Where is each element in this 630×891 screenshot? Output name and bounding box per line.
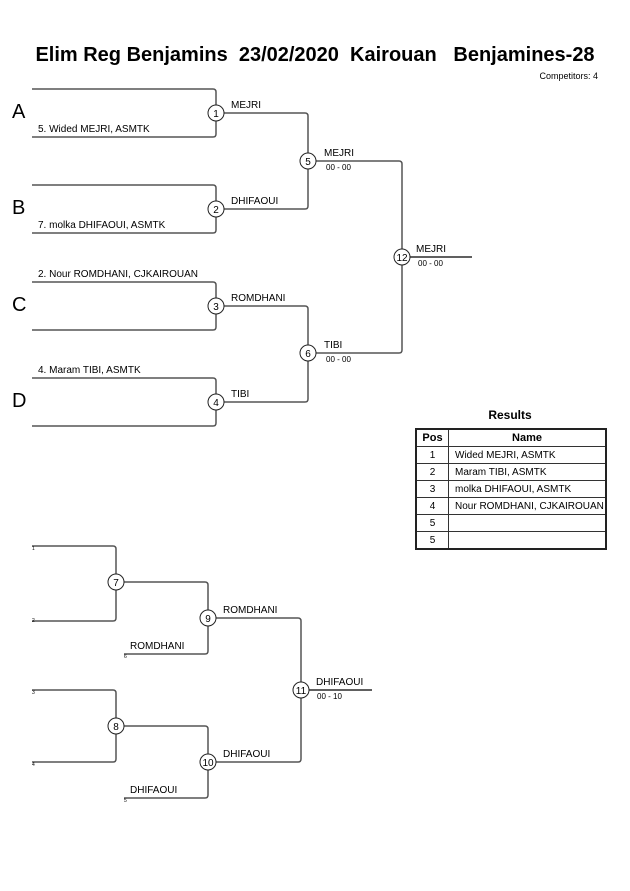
- pool-d-bracket: [32, 377, 217, 427]
- results-header-row: Pos Name: [415, 428, 607, 447]
- pool-c-bracket: [32, 281, 217, 331]
- match-4-circle: [207, 393, 225, 411]
- table-row: 5: [415, 531, 607, 550]
- match-9-circle: [199, 609, 217, 627]
- match-8-circle: [107, 717, 125, 735]
- results-title: Results: [488, 408, 532, 422]
- entrant-name: 7. molka DHIFAOUI, ASMTK: [38, 220, 166, 231]
- final-bracket: [316, 160, 403, 354]
- entrant-name: 2. Nour ROMDHANI, CJKAIROUAN: [38, 269, 199, 280]
- match-number: 5: [305, 157, 311, 168]
- match-number: 12: [396, 253, 408, 264]
- results-table: Pos Name 1 Wided MEJRI, ASMTK 2 Maram TI…: [415, 428, 607, 550]
- match-5-circle: [299, 152, 317, 170]
- match-number: 7: [113, 578, 119, 589]
- match-3-circle: [207, 297, 225, 315]
- match-number: 4: [213, 398, 219, 409]
- match-12-winner: MEJRI: [416, 244, 446, 255]
- entrant-name: 5. Wided MEJRI, ASMTK: [38, 124, 150, 135]
- table-row: 4 Nour ROMDHANI, CJKAIROUAN: [415, 497, 607, 515]
- match-12-circle: [393, 248, 411, 266]
- match-number: 11: [296, 686, 307, 697]
- competitors-count: Competitors: 4: [539, 71, 598, 81]
- match-number: 2: [213, 205, 219, 216]
- name-header: Name: [448, 428, 607, 447]
- match-4-winner: TIBI: [231, 389, 250, 400]
- semi-1-bracket: [224, 112, 309, 210]
- entrant-name: 4. Maram TIBI, ASMTK: [38, 365, 141, 376]
- pool-letter-d: D: [12, 390, 27, 412]
- match-number: 9: [205, 614, 211, 625]
- result-pos: 4: [415, 497, 449, 515]
- match-2-circle: [207, 200, 225, 218]
- match-11-circle: [292, 681, 310, 699]
- rep-9-feed: ROMDHANI: [130, 641, 185, 652]
- match-1-winner: MEJRI: [231, 100, 261, 111]
- pos-header: Pos: [415, 428, 449, 447]
- table-row: 3 molka DHIFAOUI, ASMTK: [415, 480, 607, 498]
- match-number: 3: [213, 302, 219, 313]
- pool-letter-b: B: [12, 197, 26, 219]
- seed-label: 6: [124, 654, 127, 660]
- seed-label: 5: [124, 798, 127, 804]
- match-6-score: 00 - 00: [326, 355, 351, 364]
- match-9-winner: ROMDHANI: [223, 605, 278, 616]
- match-10-winner: DHIFAOUI: [223, 749, 271, 760]
- rep-11-bracket: [216, 617, 302, 763]
- match-number: 8: [113, 722, 119, 733]
- result-pos: 3: [415, 480, 449, 498]
- table-row: 1 Wided MEJRI, ASMTK: [415, 446, 607, 464]
- match-2-winner: DHIFAOUI: [231, 196, 279, 207]
- page-title: Elim Reg Benjamins 23/02/2020 Kairouan B…: [35, 44, 595, 66]
- match-6-winner: TIBI: [324, 340, 343, 351]
- seed-label: 1: [32, 546, 35, 552]
- match-3-winner: ROMDHANI: [231, 293, 286, 304]
- seed-label: 4: [32, 762, 35, 768]
- table-row: 5: [415, 514, 607, 532]
- rep-8-bracket: [32, 689, 117, 763]
- result-pos: 2: [415, 463, 449, 481]
- match-number: 10: [202, 758, 214, 769]
- result-name: [448, 531, 607, 550]
- rep-7-bracket: [32, 545, 117, 622]
- match-number: 6: [305, 349, 311, 360]
- match-11-score: 00 - 10: [317, 692, 342, 701]
- match-5-winner: MEJRI: [324, 148, 354, 159]
- result-pos: 1: [415, 446, 449, 464]
- match-7-circle: [107, 573, 125, 591]
- match-11-winner: DHIFAOUI: [316, 677, 364, 688]
- rep-10-feed: DHIFAOUI: [130, 785, 178, 796]
- match-number: 1: [213, 109, 219, 120]
- result-pos: 5: [415, 531, 449, 550]
- pool-letter-a: A: [12, 101, 26, 123]
- match-1-circle: [207, 104, 225, 122]
- result-name: Wided MEJRI, ASMTK: [448, 446, 607, 464]
- match-6-circle: [299, 344, 317, 362]
- pool-letter-c: C: [12, 294, 27, 316]
- match-12-score: 00 - 00: [418, 259, 443, 268]
- semi-2-bracket: [224, 305, 309, 403]
- result-name: [448, 514, 607, 532]
- seed-label: 3: [32, 690, 35, 696]
- result-name: Nour ROMDHANI, CJKAIROUAN: [448, 497, 607, 515]
- match-5-score: 00 - 00: [326, 163, 351, 172]
- result-name: Maram TIBI, ASMTK: [448, 463, 607, 481]
- seed-label: 2: [32, 618, 35, 624]
- result-name: molka DHIFAOUI, ASMTK: [448, 480, 607, 498]
- match-10-circle: [199, 753, 217, 771]
- result-pos: 5: [415, 514, 449, 532]
- table-row: 2 Maram TIBI, ASMTK: [415, 463, 607, 481]
